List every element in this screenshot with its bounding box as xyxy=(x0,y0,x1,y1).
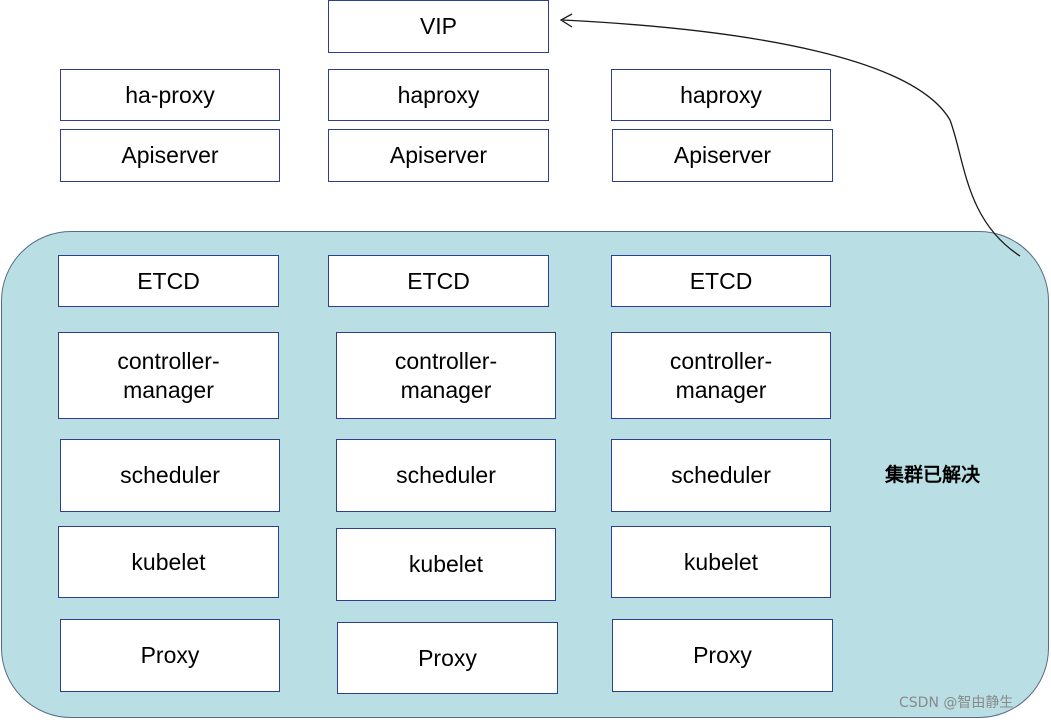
etcd-box-3: ETCD xyxy=(611,255,831,307)
kubelet-box-1: kubelet xyxy=(58,526,279,598)
kube-proxy-box-1: Proxy xyxy=(60,619,280,692)
kubelet-box-3: kubelet xyxy=(611,526,831,598)
controller-manager-box-3: controller- manager xyxy=(611,332,831,419)
apiserver-box-1: Apiserver xyxy=(60,129,280,182)
scheduler-box-3: scheduler xyxy=(611,439,831,512)
watermark-text: CSDN @智由静生 xyxy=(899,695,1014,711)
proxy-box-3: haproxy xyxy=(611,69,831,121)
vip-box: VIP xyxy=(328,0,549,53)
controller-manager-box-1: controller- manager xyxy=(58,332,279,419)
cluster-status-label: 集群已解决 xyxy=(885,464,981,486)
apiserver-box-2: Apiserver xyxy=(328,129,549,182)
scheduler-box-1: scheduler xyxy=(60,439,280,512)
controller-manager-box-2: controller- manager xyxy=(336,332,556,419)
scheduler-box-2: scheduler xyxy=(336,439,556,512)
arrowhead-icon xyxy=(559,13,573,28)
kube-proxy-box-2: Proxy xyxy=(337,622,558,694)
kube-proxy-box-3: Proxy xyxy=(612,619,833,692)
etcd-box-2: ETCD xyxy=(328,255,549,307)
proxy-box-1: ha-proxy xyxy=(60,69,280,121)
kubelet-box-2: kubelet xyxy=(336,528,556,601)
proxy-box-2: haproxy xyxy=(328,69,549,121)
etcd-box-1: ETCD xyxy=(58,255,279,307)
apiserver-box-3: Apiserver xyxy=(612,129,833,182)
